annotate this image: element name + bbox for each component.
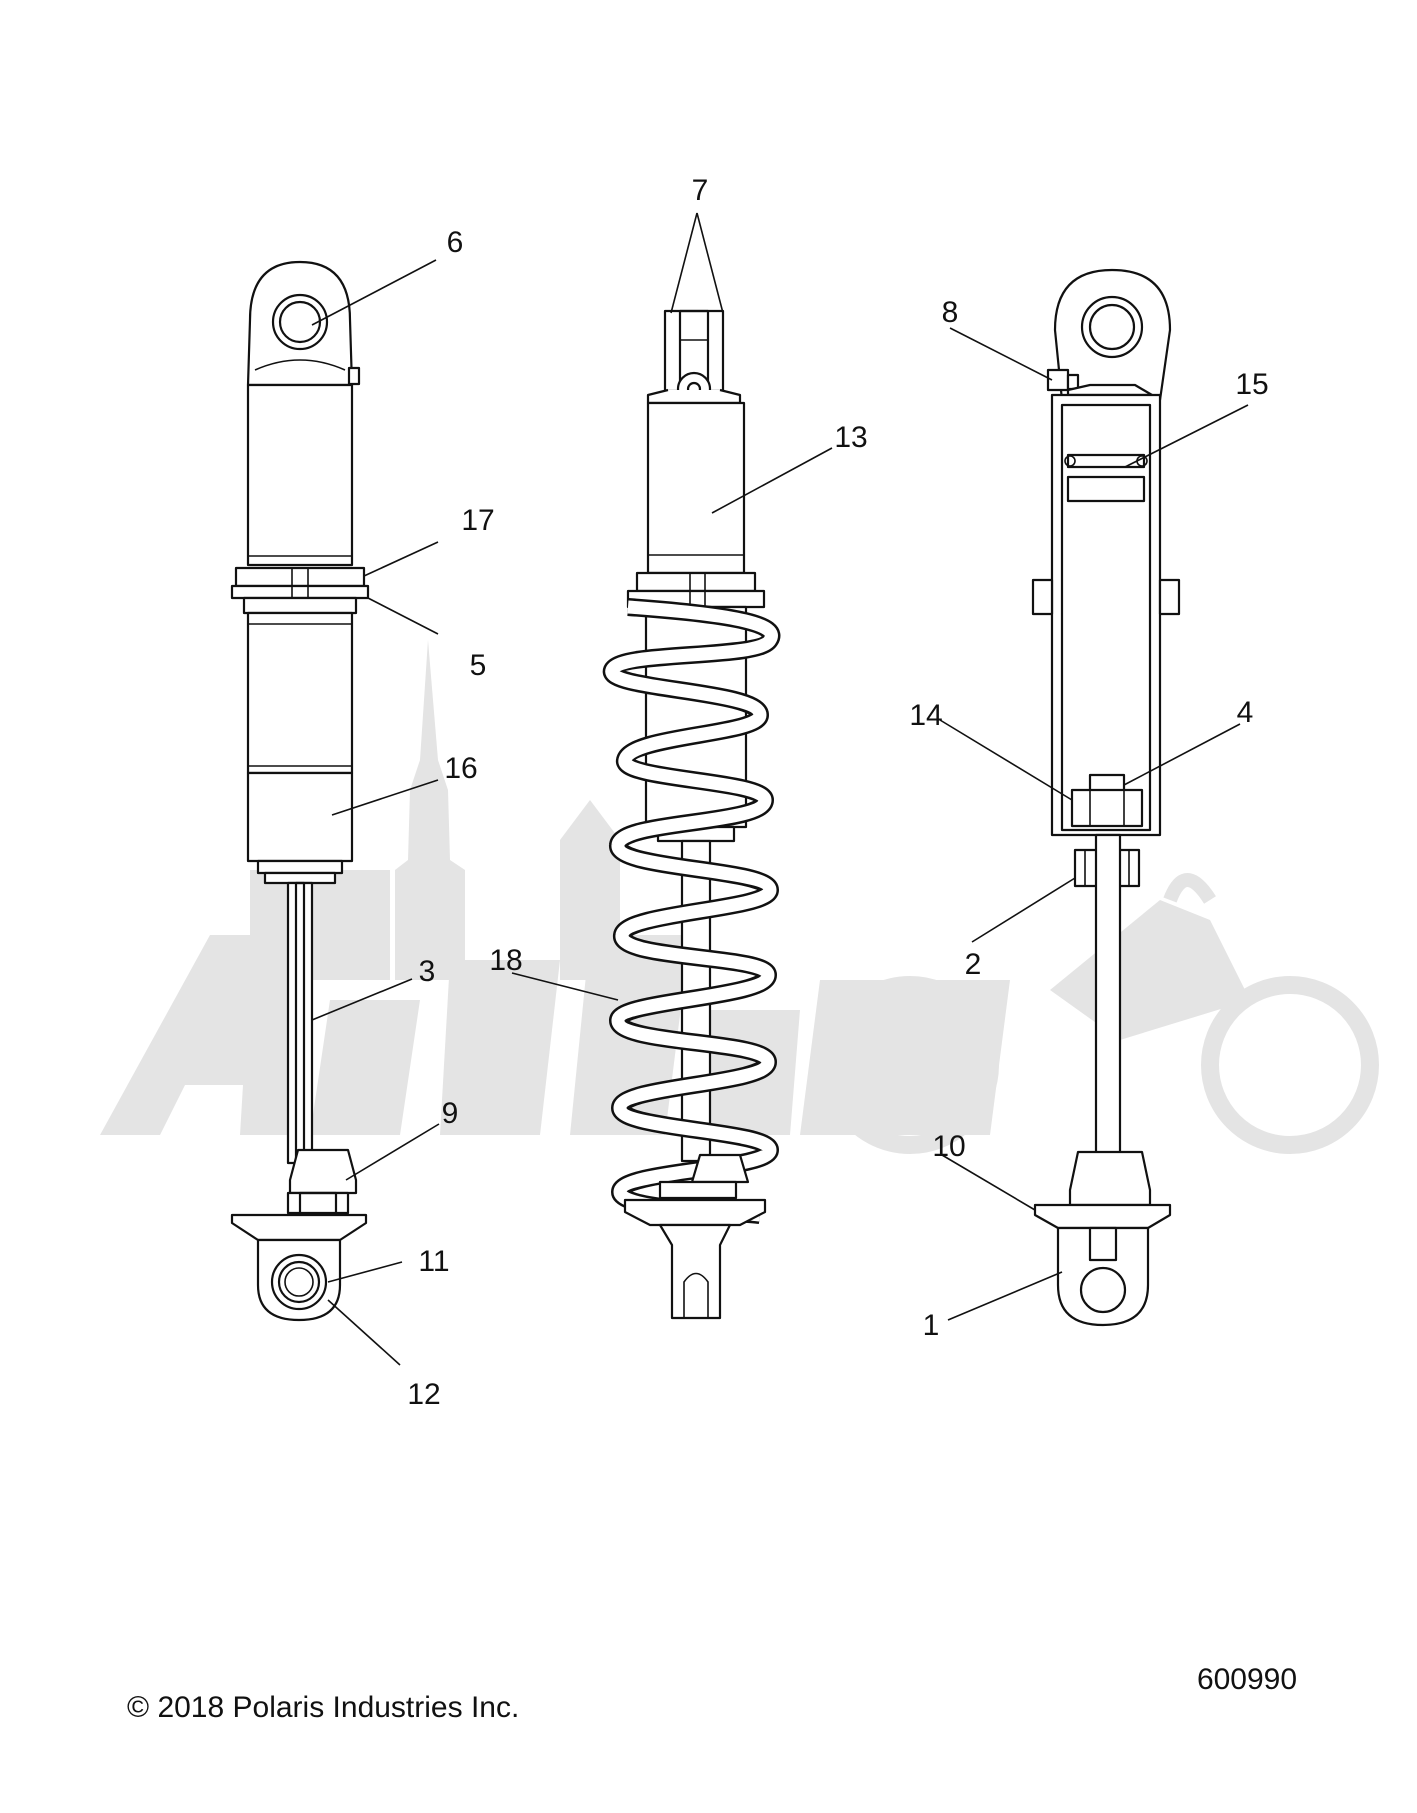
figure-number: 600990: [1197, 1663, 1297, 1696]
callout-2: 2: [965, 948, 982, 981]
left-shock-assembly: [230, 260, 370, 1322]
callout-14: 14: [909, 699, 942, 732]
bumper-9: [288, 1148, 358, 1195]
lower-spring-seat: [230, 1213, 368, 1242]
callout-12: 12: [407, 1378, 440, 1411]
top-bolt-head: [347, 366, 361, 386]
piston-14: [1070, 788, 1144, 828]
copyright-notice: © 2018 Polaris Industries Inc.: [127, 1691, 519, 1724]
top-eye-bushing: [278, 300, 322, 344]
spring-collar-mid: [635, 571, 757, 593]
leader-lines: [311, 212, 1249, 1366]
reservoir-13: [646, 401, 746, 575]
callout-11: 11: [418, 1245, 449, 1278]
callout-15: 15: [1235, 368, 1268, 401]
piston-15: [1066, 475, 1146, 503]
callout-1: 1: [923, 1309, 940, 1342]
middle-shock-assembly: [603, 309, 781, 1320]
callout-18: 18: [489, 944, 522, 977]
collar-seat: [242, 596, 358, 615]
shaft: [286, 881, 314, 1165]
spring-collar: [234, 566, 366, 588]
callout-4: 4: [1237, 696, 1254, 729]
right-shock-assembly: [1031, 268, 1181, 1327]
lower-seat-mid: [623, 1198, 767, 1227]
main-body: [246, 611, 354, 775]
lower-body-16: [246, 771, 354, 863]
callout-labels: 6 7 8 13 15 17 5 16 14 4 2 3 18 9 10 11 …: [407, 174, 1268, 1411]
callout-3: 3: [419, 955, 436, 988]
callout-10: 10: [932, 1130, 965, 1163]
callout-5: 5: [470, 649, 487, 682]
callout-7: 7: [692, 174, 709, 207]
callout-6: 6: [447, 226, 464, 259]
callout-16: 16: [444, 752, 477, 785]
callout-17: 17: [461, 504, 494, 537]
callout-13: 13: [834, 421, 867, 454]
reservoir-body: [246, 383, 354, 567]
bottom-clevis-mid: [658, 1223, 732, 1320]
collar-ring: [230, 584, 370, 600]
callout-9: 9: [442, 1097, 459, 1130]
bumper-10: [1068, 1150, 1152, 1207]
callout-8: 8: [942, 296, 959, 329]
coil-spring-18: [603, 598, 781, 1224]
